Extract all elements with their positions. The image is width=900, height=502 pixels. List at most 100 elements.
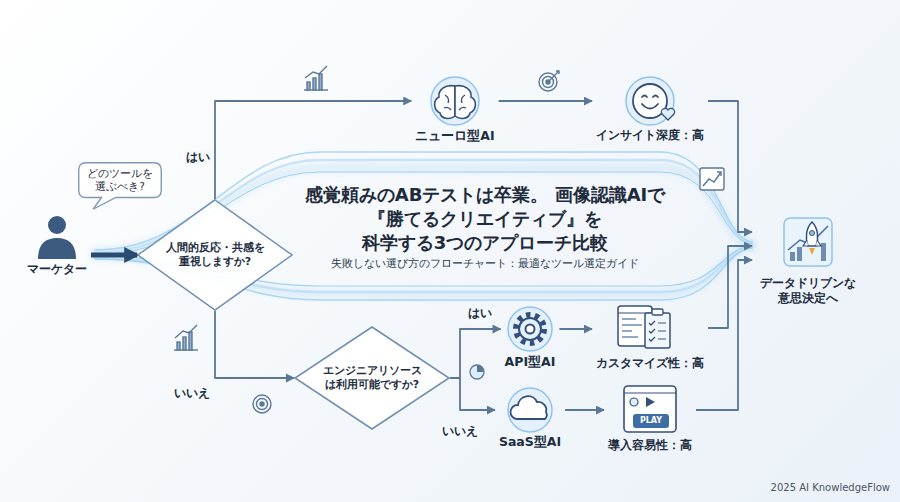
decision-diamond: 人間的反応・共感を重視しますか?: [137, 199, 293, 311]
bar-chart-icon: [304, 66, 328, 90]
edge-label: いいえ: [440, 424, 480, 439]
cloud-icon: [508, 388, 552, 432]
result-node: カスタマイズ性：高: [592, 302, 708, 374]
tool-node: ニューロ型AI: [411, 76, 498, 147]
code-checklist-icon: [622, 319, 642, 337]
person-icon: [48, 216, 66, 234]
connector: [215, 311, 294, 378]
edge-label: はい: [466, 306, 494, 321]
gear-icon: [526, 325, 535, 334]
diamond-outline: [138, 200, 292, 310]
brain-icon: [455, 86, 475, 119]
smiley-icon: [661, 108, 674, 120]
bar-chart-icon: [183, 337, 186, 350]
tool-node: API型AI: [501, 306, 560, 373]
bar-chart-icon: [307, 82, 310, 90]
gear-icon: [508, 307, 552, 351]
video-screen-icon: [624, 386, 676, 432]
video-screen-icon: [630, 398, 638, 406]
node-text: API型AI: [505, 354, 556, 370]
rocket-chart-icon: [821, 243, 826, 261]
rocket-chart-icon: [809, 248, 815, 255]
node-text: どのツールを選ぶべき?: [85, 167, 155, 193]
video-screen-icon: [624, 392, 676, 393]
decision-diamond: エンジニアリソースは利用可能ですか?: [294, 326, 450, 430]
brain-icon: [444, 95, 466, 110]
rocket-chart-icon: [784, 218, 832, 266]
connector: [499, 100, 592, 102]
node-text: カスタマイズ性：高: [596, 356, 704, 371]
main-arrow: [91, 253, 137, 258]
rocket-chart-icon: [810, 231, 815, 236]
node-text: マーケター: [27, 262, 87, 277]
actor: マーケター: [23, 212, 91, 280]
person-icon: [38, 216, 76, 259]
bar-chart-icon: [177, 342, 180, 350]
bar-chart-icon: [189, 332, 192, 350]
edge-label: いいえ: [172, 386, 212, 401]
brain-icon: [431, 77, 479, 125]
video-screen-icon: [646, 397, 655, 407]
node-text: 人間的反応・共感を重視しますか?: [164, 241, 266, 269]
code-checklist-icon: [649, 321, 655, 341]
result-node: インサイト深度：高: [592, 76, 708, 146]
edge-label: はい: [184, 150, 212, 165]
speech-bubble: どのツールを選ぶべき?: [78, 162, 162, 198]
pie-chart-icon: [470, 365, 484, 379]
cloud-icon: [508, 388, 552, 432]
connector: [559, 328, 592, 330]
connector: [708, 101, 752, 232]
goal-node: データドリブンな 意思決定へ: [752, 212, 864, 309]
gear-icon: [516, 315, 544, 343]
rocket-chart-icon: [803, 240, 821, 246]
connector: [565, 409, 604, 411]
brain-icon: [435, 86, 455, 119]
target-icon: [253, 395, 271, 413]
code-checklist-icon: [652, 309, 663, 315]
brain-icon: [431, 77, 479, 125]
code-checklist-icon: [618, 306, 670, 348]
smiley-icon: [626, 77, 675, 125]
watermark: 2025 AI KnowledgeFlow: [740, 482, 890, 495]
smiley-icon: [626, 77, 674, 125]
bar-chart-icon: [175, 325, 197, 338]
subtitle: 失敗しない選び方のフローチャート：最適なツール選定ガイド: [300, 257, 670, 271]
tool-node: SaaS型AI: [495, 388, 565, 453]
code-checklist-icon: [645, 313, 670, 348]
node-text: データドリブンな 意思決定へ: [756, 276, 860, 306]
target-icon: [257, 399, 268, 410]
target-icon: [260, 402, 264, 406]
smiley-icon: [642, 96, 658, 109]
connector: [450, 378, 495, 410]
cloud-icon: [510, 396, 546, 419]
connector: [696, 260, 752, 410]
bubble-outline: [79, 163, 162, 210]
bar-chart-icon: [313, 78, 316, 90]
rocket-chart-icon: [784, 218, 832, 266]
code-checklist-icon: [658, 323, 666, 339]
trend-chart-icon: [700, 168, 724, 190]
rocket-chart-icon: [790, 252, 795, 261]
trend-chart-icon: [700, 168, 724, 190]
rocket-chart-icon: [797, 247, 802, 261]
button-label: PLAY: [633, 416, 669, 426]
video-screen-icon: [624, 386, 676, 432]
bar-chart-icon: [305, 66, 327, 78]
person-icon: [38, 238, 76, 259]
node-text: SaaS型AI: [499, 434, 561, 450]
connector: [450, 329, 501, 378]
node-text: エンジニアリソースは利用可能ですか?: [321, 364, 423, 392]
bar-chart-icon: [319, 74, 322, 90]
gear-icon: [508, 307, 552, 351]
rocket-chart-icon: [806, 222, 817, 246]
target-icon: [539, 71, 559, 91]
trend-chart-icon: [703, 172, 721, 186]
pie-chart-icon: [477, 365, 484, 372]
gear-icon: [519, 318, 541, 340]
target-icon: [548, 71, 559, 82]
pie-chart-icon: [470, 365, 484, 379]
connector: [708, 246, 752, 328]
target-icon: [253, 395, 271, 413]
